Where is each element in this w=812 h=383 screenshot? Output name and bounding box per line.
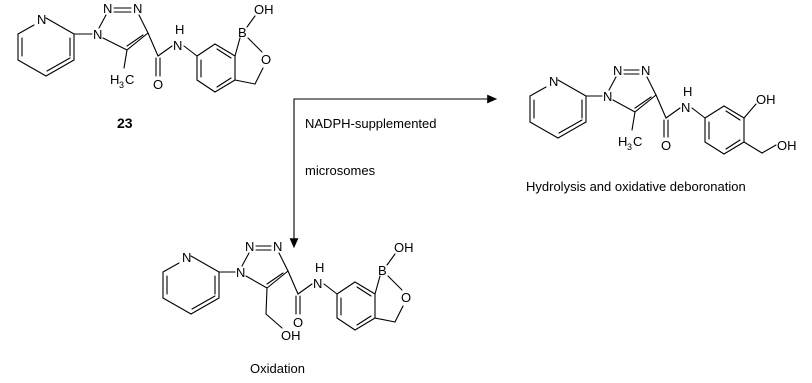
p1-b-oh: OH	[394, 240, 414, 255]
triazole-n2-label: N	[103, 1, 112, 16]
p1-ring-o: O	[401, 290, 411, 305]
p2-triazole-n2: N	[613, 63, 622, 78]
hydrolysis-product-structure: N N N N H 3 C O N H	[529, 63, 797, 155]
oxidation-product-structure: N N N N OH O N H B	[162, 239, 414, 343]
condition-line1: NADPH-supplemented	[305, 116, 437, 131]
amide-h-label: H	[175, 22, 184, 37]
compound-23-structure: N N N N H 3 C O N H	[17, 1, 274, 93]
p1-triazole-n2: N	[245, 239, 254, 254]
compound-number: 23	[117, 115, 133, 131]
p1-amide-n: N	[313, 276, 322, 291]
p1-ch2oh-oh: OH	[281, 328, 301, 343]
ring-o-label: O	[261, 52, 271, 67]
svg-text:C: C	[125, 72, 134, 87]
oxidation-label: Oxidation	[250, 361, 305, 376]
boron-label: B	[238, 25, 247, 40]
p1-triazole-n3: N	[273, 239, 282, 254]
p1-triazole-n1: N	[236, 265, 245, 280]
benzoxaborole-ring: B OH O	[196, 2, 274, 93]
amide-n-label: N	[173, 38, 182, 53]
p2-pyridine-n: N	[549, 74, 558, 89]
triazole-n1-label: N	[93, 27, 102, 42]
svg-text:H: H	[110, 72, 119, 87]
p1-amide-h: H	[315, 260, 324, 275]
p2-methyl-label: H 3 C	[618, 134, 642, 152]
p1-pyridine-n: N	[182, 250, 191, 265]
p2-amide-h: H	[683, 84, 692, 99]
hydrolysis-label: Hydrolysis and oxidative deboronation	[526, 179, 746, 194]
p1-boron: B	[378, 263, 387, 278]
svg-text:3: 3	[119, 80, 124, 90]
p2-triazole-n1: N	[603, 89, 612, 104]
triazole-ring: N N N	[93, 1, 149, 51]
p2-carbonyl-o: O	[661, 138, 671, 153]
svg-text:C: C	[633, 134, 642, 149]
p2-ch2oh-oh: OH	[777, 138, 797, 153]
svg-text:3: 3	[627, 142, 632, 152]
p2-triazole-n3: N	[641, 63, 650, 78]
b-oh-label: OH	[254, 2, 274, 17]
methyl-label: H 3 C	[110, 72, 134, 90]
triazole-n3-label: N	[133, 1, 142, 16]
reaction-arrows	[289, 94, 498, 249]
carbonyl-o-label: O	[153, 77, 163, 92]
condition-line2: microsomes	[305, 163, 376, 178]
pyridine-ring: N	[17, 12, 75, 77]
p2-amide-n: N	[681, 100, 690, 115]
p2-phenol-oh: OH	[756, 92, 776, 107]
pyridine-n-label: N	[37, 12, 46, 27]
svg-text:H: H	[618, 134, 627, 149]
p1-carbonyl-o: O	[293, 315, 303, 330]
